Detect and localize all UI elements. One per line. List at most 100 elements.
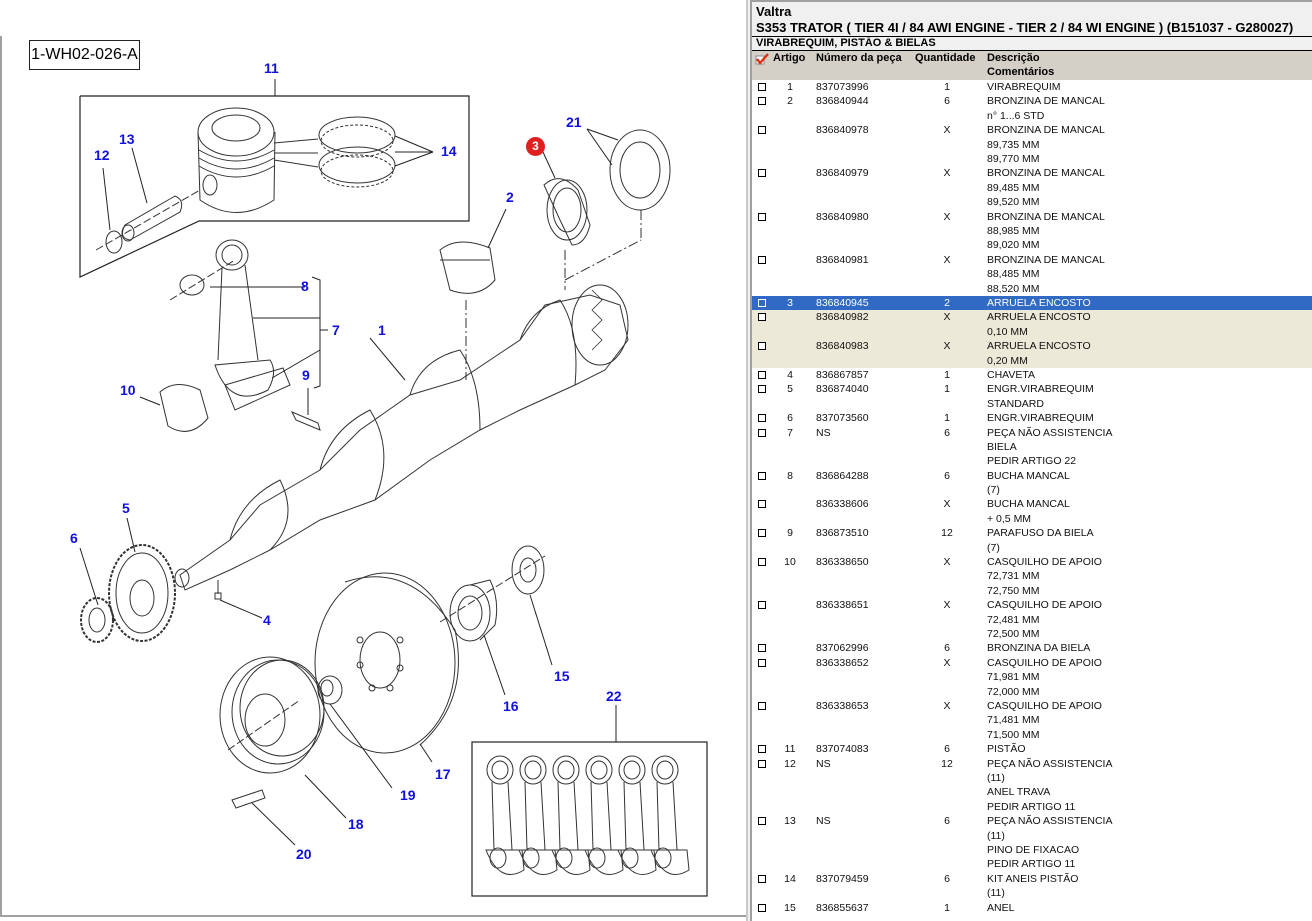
column-header-artigo[interactable]: Artigo	[773, 52, 806, 64]
callout-20[interactable]: 20	[296, 846, 312, 862]
description-line: BUCHA MANCAL	[987, 498, 1070, 511]
row-checkbox[interactable]	[758, 83, 766, 91]
callout-21[interactable]: 21	[566, 114, 582, 130]
column-header-numero[interactable]: Número da peça	[816, 52, 902, 64]
callout-10[interactable]: 10	[120, 382, 136, 398]
row-checkbox[interactable]	[758, 414, 766, 423]
row-checkbox[interactable]	[758, 558, 766, 567]
column-header-quantidade[interactable]: Quantidade	[915, 52, 976, 64]
row-checkbox[interactable]	[758, 212, 766, 221]
callout-16[interactable]: 16	[503, 698, 519, 714]
row-checkbox[interactable]	[758, 428, 766, 437]
part-number: 836874040	[816, 383, 869, 396]
callout-7[interactable]: 7	[332, 322, 340, 338]
comment-line: 89,520 MM	[987, 196, 1040, 209]
callout-2[interactable]: 2	[506, 189, 514, 205]
callout-18[interactable]: 18	[348, 816, 364, 832]
column-header-descricao[interactable]: Descrição	[987, 52, 1040, 64]
row-checkbox[interactable]	[758, 903, 766, 912]
part-number: 836338652	[816, 656, 869, 669]
row-checkbox[interactable]	[758, 817, 766, 826]
item-number: 7	[787, 426, 793, 439]
row-checkbox[interactable]	[758, 702, 766, 711]
row-checkbox[interactable]	[758, 759, 766, 768]
quantity: 6	[944, 426, 950, 439]
column-header-comentarios[interactable]: Comentários	[987, 66, 1055, 78]
callout-3[interactable]: 3	[526, 137, 545, 156]
callout-8[interactable]: 8	[301, 278, 309, 294]
callout-6[interactable]: 6	[70, 530, 78, 546]
item-number: 1	[787, 81, 793, 93]
callout-9[interactable]: 9	[302, 367, 310, 383]
callout-22[interactable]: 22	[606, 688, 622, 704]
row-checkbox[interactable]	[758, 745, 766, 754]
row-checkbox[interactable]	[758, 255, 766, 264]
quantity: 1	[944, 81, 950, 93]
comment-line: PINO DE FIXACAO	[987, 844, 1080, 857]
row-checkbox[interactable]	[758, 601, 766, 610]
comment-line: (7)	[987, 484, 1000, 497]
pane-splitter[interactable]	[746, 0, 748, 921]
row-checkbox[interactable]	[758, 298, 766, 307]
callout-12[interactable]: 12	[94, 147, 110, 163]
callout-15[interactable]: 15	[554, 668, 570, 684]
row-checkbox[interactable]	[758, 126, 766, 135]
comment-line: BIELA	[987, 440, 1017, 453]
part-number: 836864288	[816, 469, 869, 482]
row-checkbox[interactable]	[758, 97, 766, 106]
row-checkbox[interactable]	[758, 874, 766, 883]
callout-14[interactable]: 14	[441, 143, 457, 159]
callout-19[interactable]: 19	[400, 787, 416, 803]
row-checkbox[interactable]	[758, 471, 766, 480]
row-checkbox[interactable]	[758, 385, 766, 394]
comment-line: 89,485 MM	[987, 181, 1040, 194]
callout-13[interactable]: 13	[119, 131, 135, 147]
callout-5[interactable]: 5	[122, 500, 130, 516]
callout-11[interactable]: 11	[264, 60, 279, 76]
description-line: BRONZINA DE MANCAL	[987, 167, 1105, 180]
callout-1[interactable]: 1	[378, 322, 386, 338]
row-checkbox[interactable]	[758, 370, 766, 379]
row-checkbox[interactable]	[758, 529, 766, 538]
callout-17[interactable]: 17	[435, 766, 451, 782]
row-checkbox[interactable]	[758, 313, 766, 322]
row-checkbox[interactable]	[758, 500, 766, 509]
select-all-check-icon[interactable]	[755, 53, 769, 65]
row-checkbox[interactable]	[758, 342, 766, 351]
row-checkbox[interactable]	[758, 644, 766, 653]
row-checkbox[interactable]	[758, 658, 766, 667]
callout-4[interactable]: 4	[263, 612, 271, 628]
row-checkbox[interactable]	[758, 169, 766, 178]
